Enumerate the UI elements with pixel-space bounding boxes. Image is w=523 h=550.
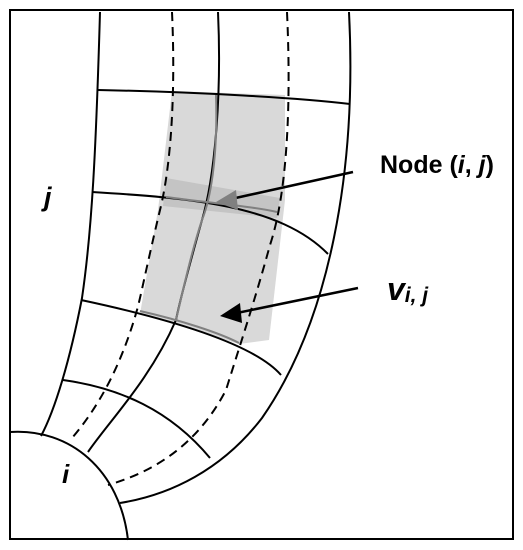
highlight-line-vertical [175,94,218,321]
axis-label-i: i [62,459,70,489]
node-label: Node (i, j) [380,151,494,179]
v-label-base: v [387,271,407,307]
node-label-suffix: ) [486,151,494,179]
node-label-prefix: Node ( [380,151,458,179]
v-arrow-head [220,303,242,323]
axis-label-j: j [41,182,52,212]
grid-line-i-1 [91,191,329,255]
dashed-line-right [107,11,290,486]
grid-line-i-3 [62,379,211,459]
grid-lines-dashed [71,11,290,486]
node-label-i: i [458,151,466,179]
origin-arc [9,430,129,541]
node-arrow-head [216,190,238,210]
dashed-line-left [71,11,175,439]
grid-line-outer [119,11,352,504]
node-label-j: j [476,151,487,179]
v-arrow [231,286,359,316]
v-label-subscript: i, j [405,284,430,307]
node-arrow [221,170,354,203]
v-label: vi, j [387,271,429,307]
grid-line-i-2 [80,299,282,376]
control-volume-cell [140,91,285,344]
grid-line-left [40,11,101,437]
diagram-frame [9,9,514,540]
grid-line-i-0 [97,89,351,105]
highlight-line-lower [139,310,240,344]
node-label-comma: , [465,151,479,179]
